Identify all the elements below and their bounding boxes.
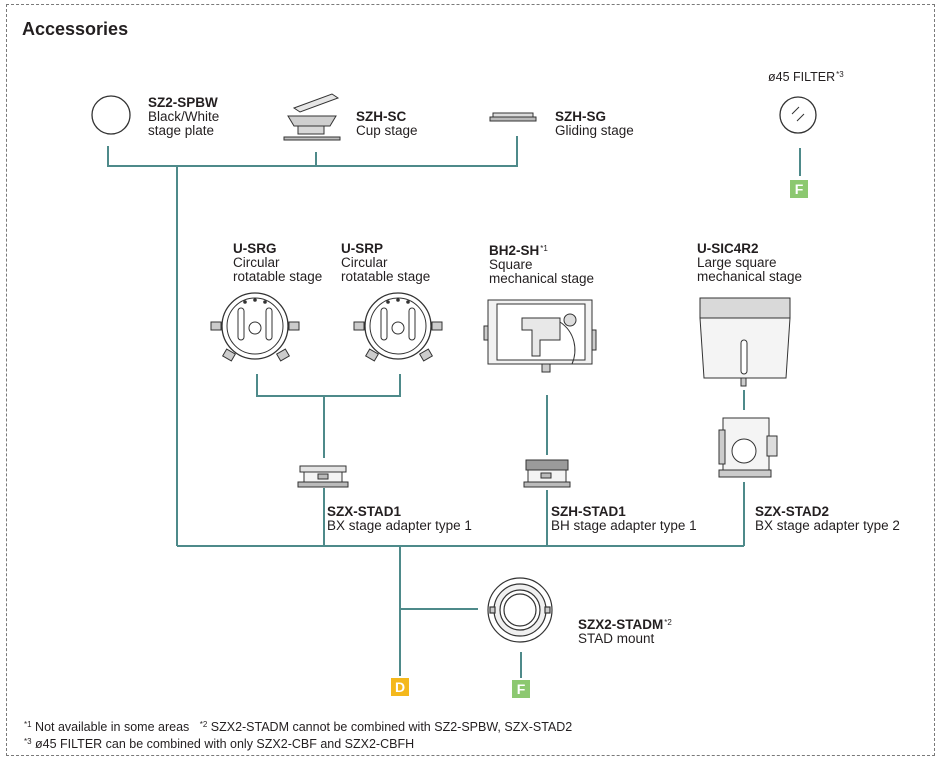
label-szh-sc: SZH-SC Cup stage (356, 110, 418, 138)
note-filter: *3 (836, 70, 844, 79)
page-title: Accessories (22, 19, 129, 39)
footnote-line-2: *3 ø45 FILTER can be combined with only … (24, 737, 414, 751)
desc-u-srp: Circular rotatable stage (341, 255, 431, 284)
desc-szh-sg: Gliding stage (555, 123, 634, 138)
u-srg-stage-icon (210, 292, 300, 362)
desc-szx2-stadm: STAD mount (578, 631, 655, 646)
badge-f-stadm: F (512, 680, 530, 698)
stage-plate-icon (91, 95, 131, 135)
label-szx2-stadm: SZX2-STADM*2 STAD mount (578, 616, 672, 646)
code-szh-sc: SZH-SC (356, 109, 407, 124)
desc-sz2-spbw: Black/White stage plate (148, 109, 220, 138)
footnote-3-mark: *3 (24, 737, 32, 746)
szh-stad1-adapter-icon (523, 459, 571, 488)
code-filter: ø45 FILTER (768, 70, 836, 84)
code-szx-stad1: SZX-STAD1 (327, 504, 402, 519)
footnote-1-mark: *1 (24, 720, 32, 729)
szx2-stadm-icon (487, 577, 553, 643)
accessories-frame (6, 4, 935, 756)
szx-stad1-adapter-icon (297, 465, 349, 488)
cup-stage-icon (283, 93, 341, 141)
filter-icon (779, 96, 817, 134)
desc-u-srg: Circular rotatable stage (233, 255, 323, 284)
desc-szh-stad1: BH stage adapter type 1 (551, 518, 697, 533)
code-szx2-stadm: SZX2-STADM (578, 617, 664, 632)
desc-szx-stad2: BX stage adapter type 2 (755, 518, 900, 533)
label-szh-sg: SZH-SG Gliding stage (555, 110, 634, 138)
desc-u-sic4r2: Large square mechanical stage (697, 255, 803, 284)
label-u-sic4r2: U-SIC4R2 Large square mechanical stage (697, 242, 802, 284)
gliding-stage-icon (489, 112, 537, 122)
label-szx-stad1: SZX-STAD1 BX stage adapter type 1 (327, 505, 472, 533)
note-bh2-sh: *1 (540, 244, 548, 253)
code-szx-stad2: SZX-STAD2 (755, 504, 830, 519)
label-bh2-sh: BH2-SH*1 Square mechanical stage (489, 242, 594, 286)
badge-d: D (391, 678, 409, 696)
desc-bh2-sh: Square mechanical stage (489, 257, 595, 286)
footnote-1-text: Not available in some areas (31, 720, 190, 734)
code-u-sic4r2: U-SIC4R2 (697, 241, 759, 256)
badge-f-filter: F (790, 180, 808, 198)
code-u-srg: U-SRG (233, 241, 277, 256)
bh2-sh-stage-icon (483, 299, 597, 373)
label-sz2-spbw: SZ2-SPBW Black/White stage plate (148, 96, 219, 138)
szx-stad2-adapter-icon (718, 417, 778, 478)
code-bh2-sh: BH2-SH (489, 243, 540, 258)
note-szx2-stadm: *2 (664, 618, 672, 627)
connector-lines (107, 136, 801, 678)
desc-szh-sc: Cup stage (356, 123, 418, 138)
desc-szx-stad1: BX stage adapter type 1 (327, 518, 472, 533)
code-szh-stad1: SZH-STAD1 (551, 504, 626, 519)
label-szh-stad1: SZH-STAD1 BH stage adapter type 1 (551, 505, 697, 533)
label-u-srg: U-SRG Circular rotatable stage (233, 242, 322, 284)
code-sz2-spbw: SZ2-SPBW (148, 95, 218, 110)
footnote-line-1: *1 Not available in some areas *2 SZX2-S… (24, 720, 572, 734)
footnote-2-mark: *2 (199, 720, 208, 729)
label-u-srp: U-SRP Circular rotatable stage (341, 242, 430, 284)
u-srp-stage-icon (353, 292, 443, 362)
footnote-2-text: SZX2-STADM cannot be combined with SZ2-S… (207, 720, 573, 734)
u-sic4r2-stage-icon (699, 297, 791, 387)
code-szh-sg: SZH-SG (555, 109, 607, 124)
footnote-3-text: ø45 FILTER can be combined with only SZX… (31, 737, 415, 751)
label-filter: ø45 FILTER*3 (768, 68, 844, 84)
code-u-srp: U-SRP (341, 241, 384, 256)
label-szx-stad2: SZX-STAD2 BX stage adapter type 2 (755, 505, 900, 533)
